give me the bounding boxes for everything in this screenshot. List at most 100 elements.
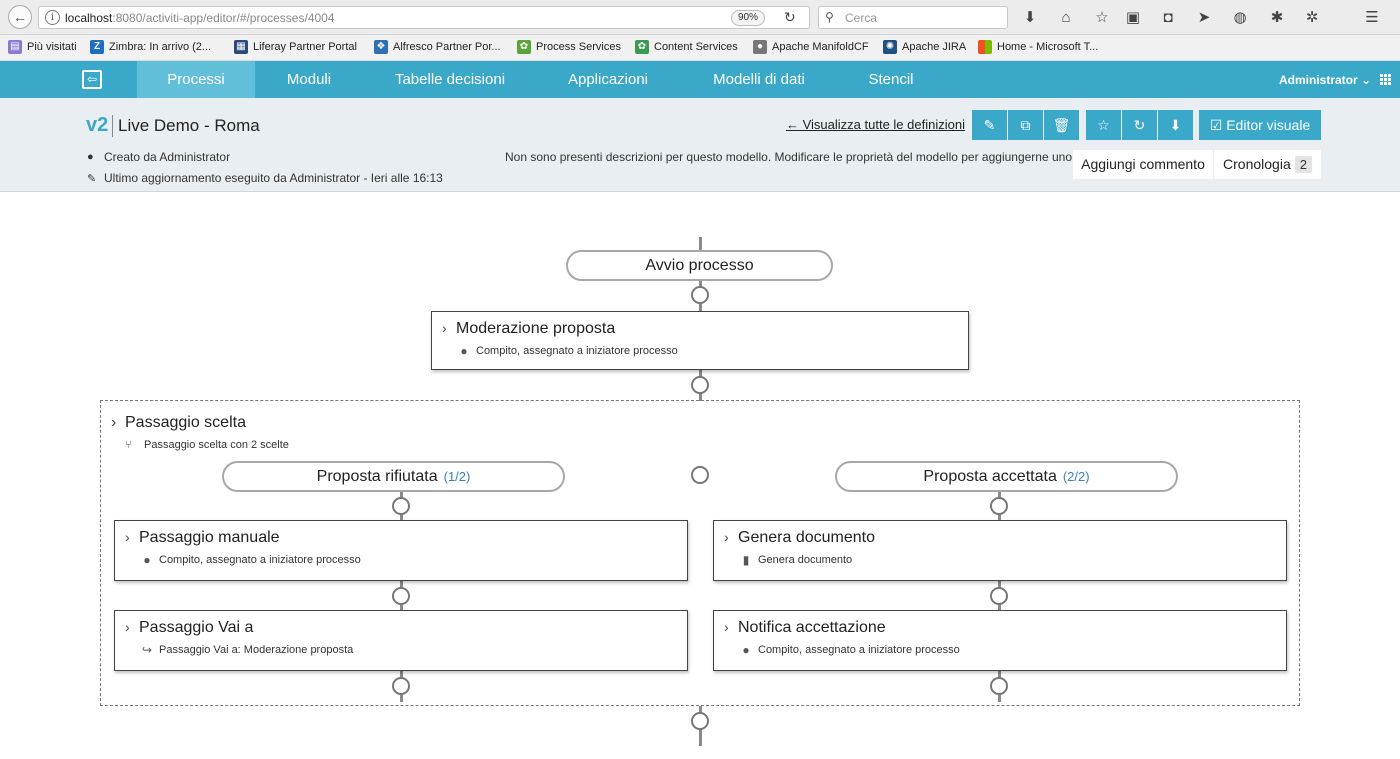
- user-menu[interactable]: Administrator ⌄: [1279, 73, 1372, 87]
- document-icon: ▮: [742, 553, 750, 567]
- download-button[interactable]: ⬇: [1158, 110, 1193, 140]
- add-step-node[interactable]: [392, 497, 410, 515]
- chevron-right-icon: ›: [724, 529, 729, 545]
- add-step-node[interactable]: [691, 376, 709, 394]
- send-icon[interactable]: ➤: [1197, 9, 1211, 26]
- bookmark-item[interactable]: ✿Process Services: [517, 40, 621, 54]
- bug-icon[interactable]: ✲: [1305, 9, 1319, 26]
- bookmark-item[interactable]: ✿Content Services: [635, 40, 738, 54]
- bookmark-item[interactable]: Home - Microsoft T...: [978, 40, 1098, 54]
- user-icon: ●: [460, 344, 468, 358]
- star-icon: ☆: [1097, 117, 1110, 133]
- app-navbar: ⇦ Processi Moduli Tabelle decisioni Appl…: [0, 61, 1400, 98]
- step-passaggio-vai-a[interactable]: ›Passaggio Vai a ↪Passaggio Vai a: Moder…: [114, 610, 688, 671]
- share-button[interactable]: ↻: [1122, 110, 1157, 140]
- view-all-definitions-link[interactable]: ← Visualizza tutte le definizioni: [786, 117, 965, 132]
- pocket-icon[interactable]: ◘: [1163, 9, 1173, 26]
- add-step-node[interactable]: [990, 587, 1008, 605]
- choice-step-container[interactable]: ›Passaggio scelta ⑂Passaggio scelta con …: [100, 400, 1300, 706]
- choice-accepted[interactable]: Proposta accettata(2/2): [835, 461, 1178, 492]
- tab-stencil[interactable]: Stencil: [868, 71, 914, 88]
- add-step-node[interactable]: [691, 286, 709, 304]
- add-choice-node[interactable]: [691, 466, 709, 484]
- chevron-right-icon: ›: [125, 619, 130, 635]
- pencil-icon: ✎: [983, 117, 996, 133]
- info-icon[interactable]: i: [45, 10, 60, 25]
- add-step-node[interactable]: [990, 497, 1008, 515]
- tab-modelli-dati[interactable]: Modelli di dati: [713, 71, 805, 88]
- divider: [112, 115, 113, 137]
- globe-icon[interactable]: ◍: [1233, 9, 1247, 26]
- created-by: ●Creato da Administrator: [87, 150, 231, 164]
- tab-tabelle-decisioni[interactable]: Tabelle decisioni: [394, 71, 506, 88]
- chevron-right-icon: ›: [724, 619, 729, 635]
- add-step-node[interactable]: [691, 712, 709, 730]
- search-icon: ⚲: [825, 10, 834, 24]
- bookmark-item[interactable]: ●Apache ManifoldCF: [753, 40, 869, 54]
- zimbra-icon: Z: [90, 40, 104, 54]
- menu-icon[interactable]: ☰: [1365, 9, 1379, 26]
- tab-processi[interactable]: Processi: [137, 61, 255, 98]
- start-event[interactable]: Avvio processo: [566, 250, 833, 281]
- download-icon: ⬇: [1169, 117, 1182, 133]
- chevron-down-icon: ⌄: [1361, 73, 1372, 87]
- model-description: Non sono presenti descrizioni per questo…: [505, 150, 1073, 164]
- download-icon[interactable]: ⬇: [1023, 9, 1037, 26]
- duplicate-button[interactable]: ⧉: [1008, 110, 1043, 140]
- address-bar[interactable]: i localhost:8080/activiti-app/editor/#/p…: [38, 6, 810, 29]
- user-icon: ●: [87, 151, 94, 163]
- user-icon: ●: [742, 643, 750, 657]
- bookmark-item[interactable]: ❖Alfresco Partner Por...: [374, 40, 501, 54]
- exit-icon[interactable]: ⇦: [82, 70, 102, 89]
- version-label: v2: [86, 114, 109, 136]
- tab-moduli[interactable]: Moduli: [286, 71, 332, 88]
- delete-button[interactable]: 🗑: [1044, 110, 1079, 140]
- share-icon: ↻: [1133, 117, 1146, 133]
- manifold-icon: ●: [753, 40, 767, 54]
- back-icon[interactable]: ←: [8, 5, 32, 29]
- user-icon: ●: [143, 553, 151, 567]
- step-notifica-accettazione[interactable]: ›Notifica accettazione ●Compito, assegna…: [713, 610, 1287, 671]
- edit-square-icon: ☑: [1209, 117, 1223, 133]
- history-count-badge: 2: [1294, 156, 1312, 173]
- choice-step-subtitle: ⑂Passaggio scelta con 2 scelte: [125, 439, 289, 451]
- add-step-node[interactable]: [392, 677, 410, 695]
- tab-applicazioni[interactable]: Applicazioni: [567, 71, 649, 88]
- step-passaggio-manuale[interactable]: ›Passaggio manuale ●Compito, assegnato a…: [114, 520, 688, 581]
- flow-line: [699, 237, 702, 251]
- redo-arrow-icon: ↪: [141, 643, 153, 657]
- content-services-icon: ✿: [635, 40, 649, 54]
- search-bar[interactable]: ⚲ Cerca: [818, 6, 1008, 29]
- step-moderazione-proposta[interactable]: ›Moderazione proposta ●Compito, assegnat…: [431, 311, 969, 370]
- browser-toolbar: ← i localhost:8080/activiti-app/editor/#…: [0, 0, 1400, 35]
- visual-editor-button[interactable]: ☑ Editor visuale: [1199, 110, 1321, 140]
- bookmark-item[interactable]: ▦Liferay Partner Portal: [234, 40, 357, 54]
- step-genera-documento[interactable]: ›Genera documento ▮Genera documento: [713, 520, 1287, 581]
- add-step-node[interactable]: [392, 587, 410, 605]
- url-text: localhost:8080/activiti-app/editor/#/pro…: [65, 11, 335, 25]
- add-step-node[interactable]: [990, 677, 1008, 695]
- alfresco-icon: ❖: [374, 40, 388, 54]
- favorite-button[interactable]: ☆: [1086, 110, 1121, 140]
- reading-list-icon[interactable]: ▣: [1125, 9, 1141, 26]
- home-icon[interactable]: ⌂: [1061, 9, 1071, 26]
- process-services-icon: ✿: [517, 40, 531, 54]
- model-header: v2 Live Demo - Roma ●Creato da Administr…: [0, 98, 1400, 192]
- edit-button[interactable]: ✎: [972, 110, 1007, 140]
- choice-rejected[interactable]: Proposta rifiutata(1/2): [222, 461, 565, 492]
- add-comment-button[interactable]: Aggiungi commento: [1073, 150, 1213, 179]
- chevron-right-icon: ›: [125, 529, 130, 545]
- page-title: Live Demo - Roma: [118, 116, 260, 135]
- reload-icon[interactable]: ↻: [784, 9, 796, 25]
- chevron-right-icon: ›: [111, 414, 117, 431]
- bookmark-star-icon[interactable]: ☆: [1095, 9, 1109, 26]
- bookmark-item[interactable]: ▤Più visitati: [8, 40, 77, 54]
- extension-icon[interactable]: ✱: [1270, 9, 1284, 26]
- apps-grid-icon[interactable]: [1380, 74, 1392, 86]
- zoom-indicator[interactable]: 90%: [731, 10, 766, 26]
- microsoft-icon: [978, 40, 992, 54]
- bookmark-item[interactable]: ✺Apache JIRA: [883, 40, 966, 54]
